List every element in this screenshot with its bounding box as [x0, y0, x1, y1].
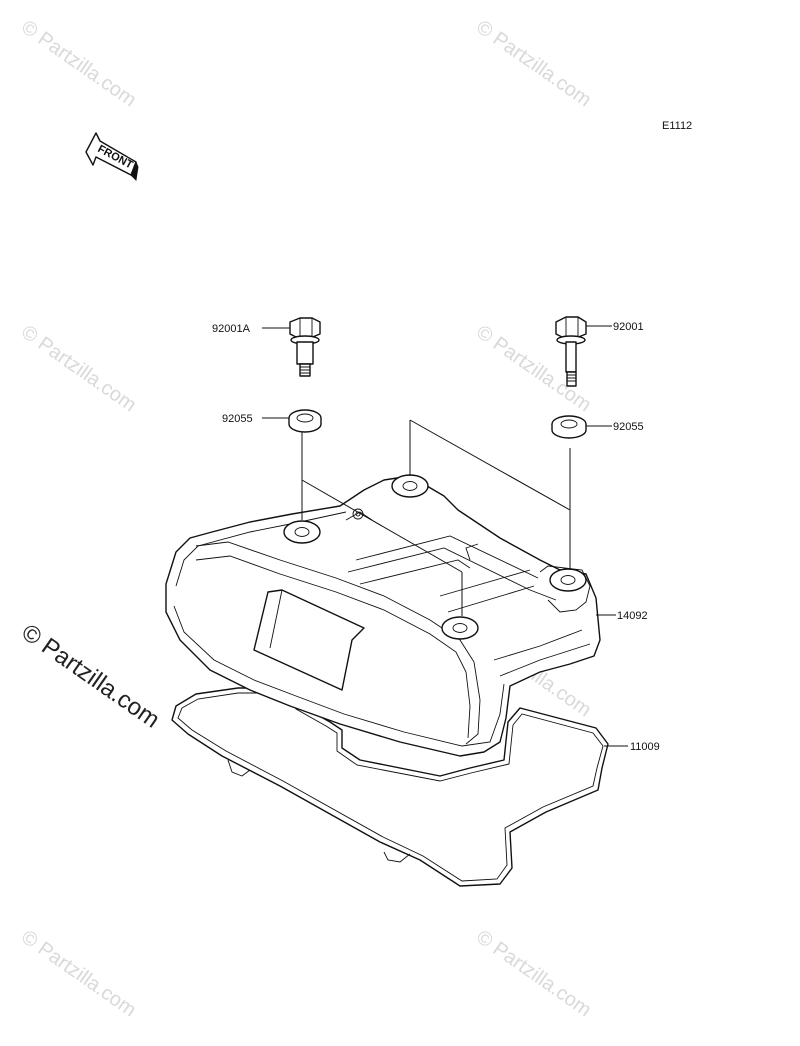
assembly-lines — [301, 419, 571, 616]
washer-right — [551, 415, 587, 439]
callout-92001a: 92001A — [212, 323, 251, 335]
watermark: © Partzilla.com — [472, 926, 595, 1021]
callout-92001: 92001 — [613, 321, 644, 333]
diagram-code: E1112 — [662, 120, 692, 132]
washer-left — [288, 409, 322, 433]
bolt-92001 — [555, 316, 587, 387]
main-watermark: © Partzilla.com — [17, 619, 165, 734]
watermark: © Partzilla.com — [17, 321, 140, 416]
watermark: © Partzilla.com — [472, 16, 595, 111]
cylinder-head-cover — [165, 475, 601, 757]
callout-92055-right: 92055 — [613, 421, 644, 433]
callout-14092: 14092 — [617, 610, 648, 622]
front-arrow-icon: FRONT — [85, 132, 139, 181]
callout-92055-left: 92055 — [222, 413, 253, 425]
watermark: © Partzilla.com — [17, 926, 140, 1021]
watermark: © Partzilla.com — [17, 16, 140, 111]
callouts: 92001A 92001 92055 92055 14092 11009 — [212, 321, 660, 753]
bolt-92001a — [289, 317, 321, 377]
callout-11009: 11009 — [630, 741, 660, 753]
